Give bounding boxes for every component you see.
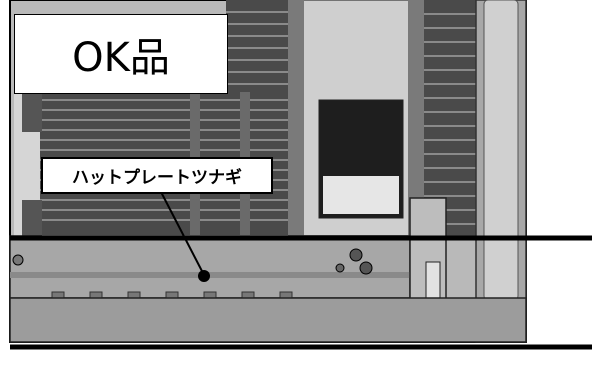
- bracket: [409, 197, 447, 303]
- center-rail-left: [288, 0, 304, 236]
- status-label: OK品: [14, 14, 228, 94]
- display-window-lower: [323, 176, 399, 214]
- left-clamp-bottom: [22, 200, 42, 240]
- right-frame-inner: [483, 0, 519, 301]
- hat-plate-bar: [9, 235, 411, 305]
- center-rail-right: [408, 0, 424, 236]
- ribbed-module-top: [226, 0, 296, 92]
- ribbed-module-right: [424, 0, 476, 236]
- left-clamp-top: [22, 92, 42, 132]
- leader-line: [159, 189, 205, 276]
- leader-dot-icon: [198, 270, 210, 282]
- base-plate: [9, 297, 527, 343]
- part-label: ハットプレートツナギ: [41, 157, 273, 194]
